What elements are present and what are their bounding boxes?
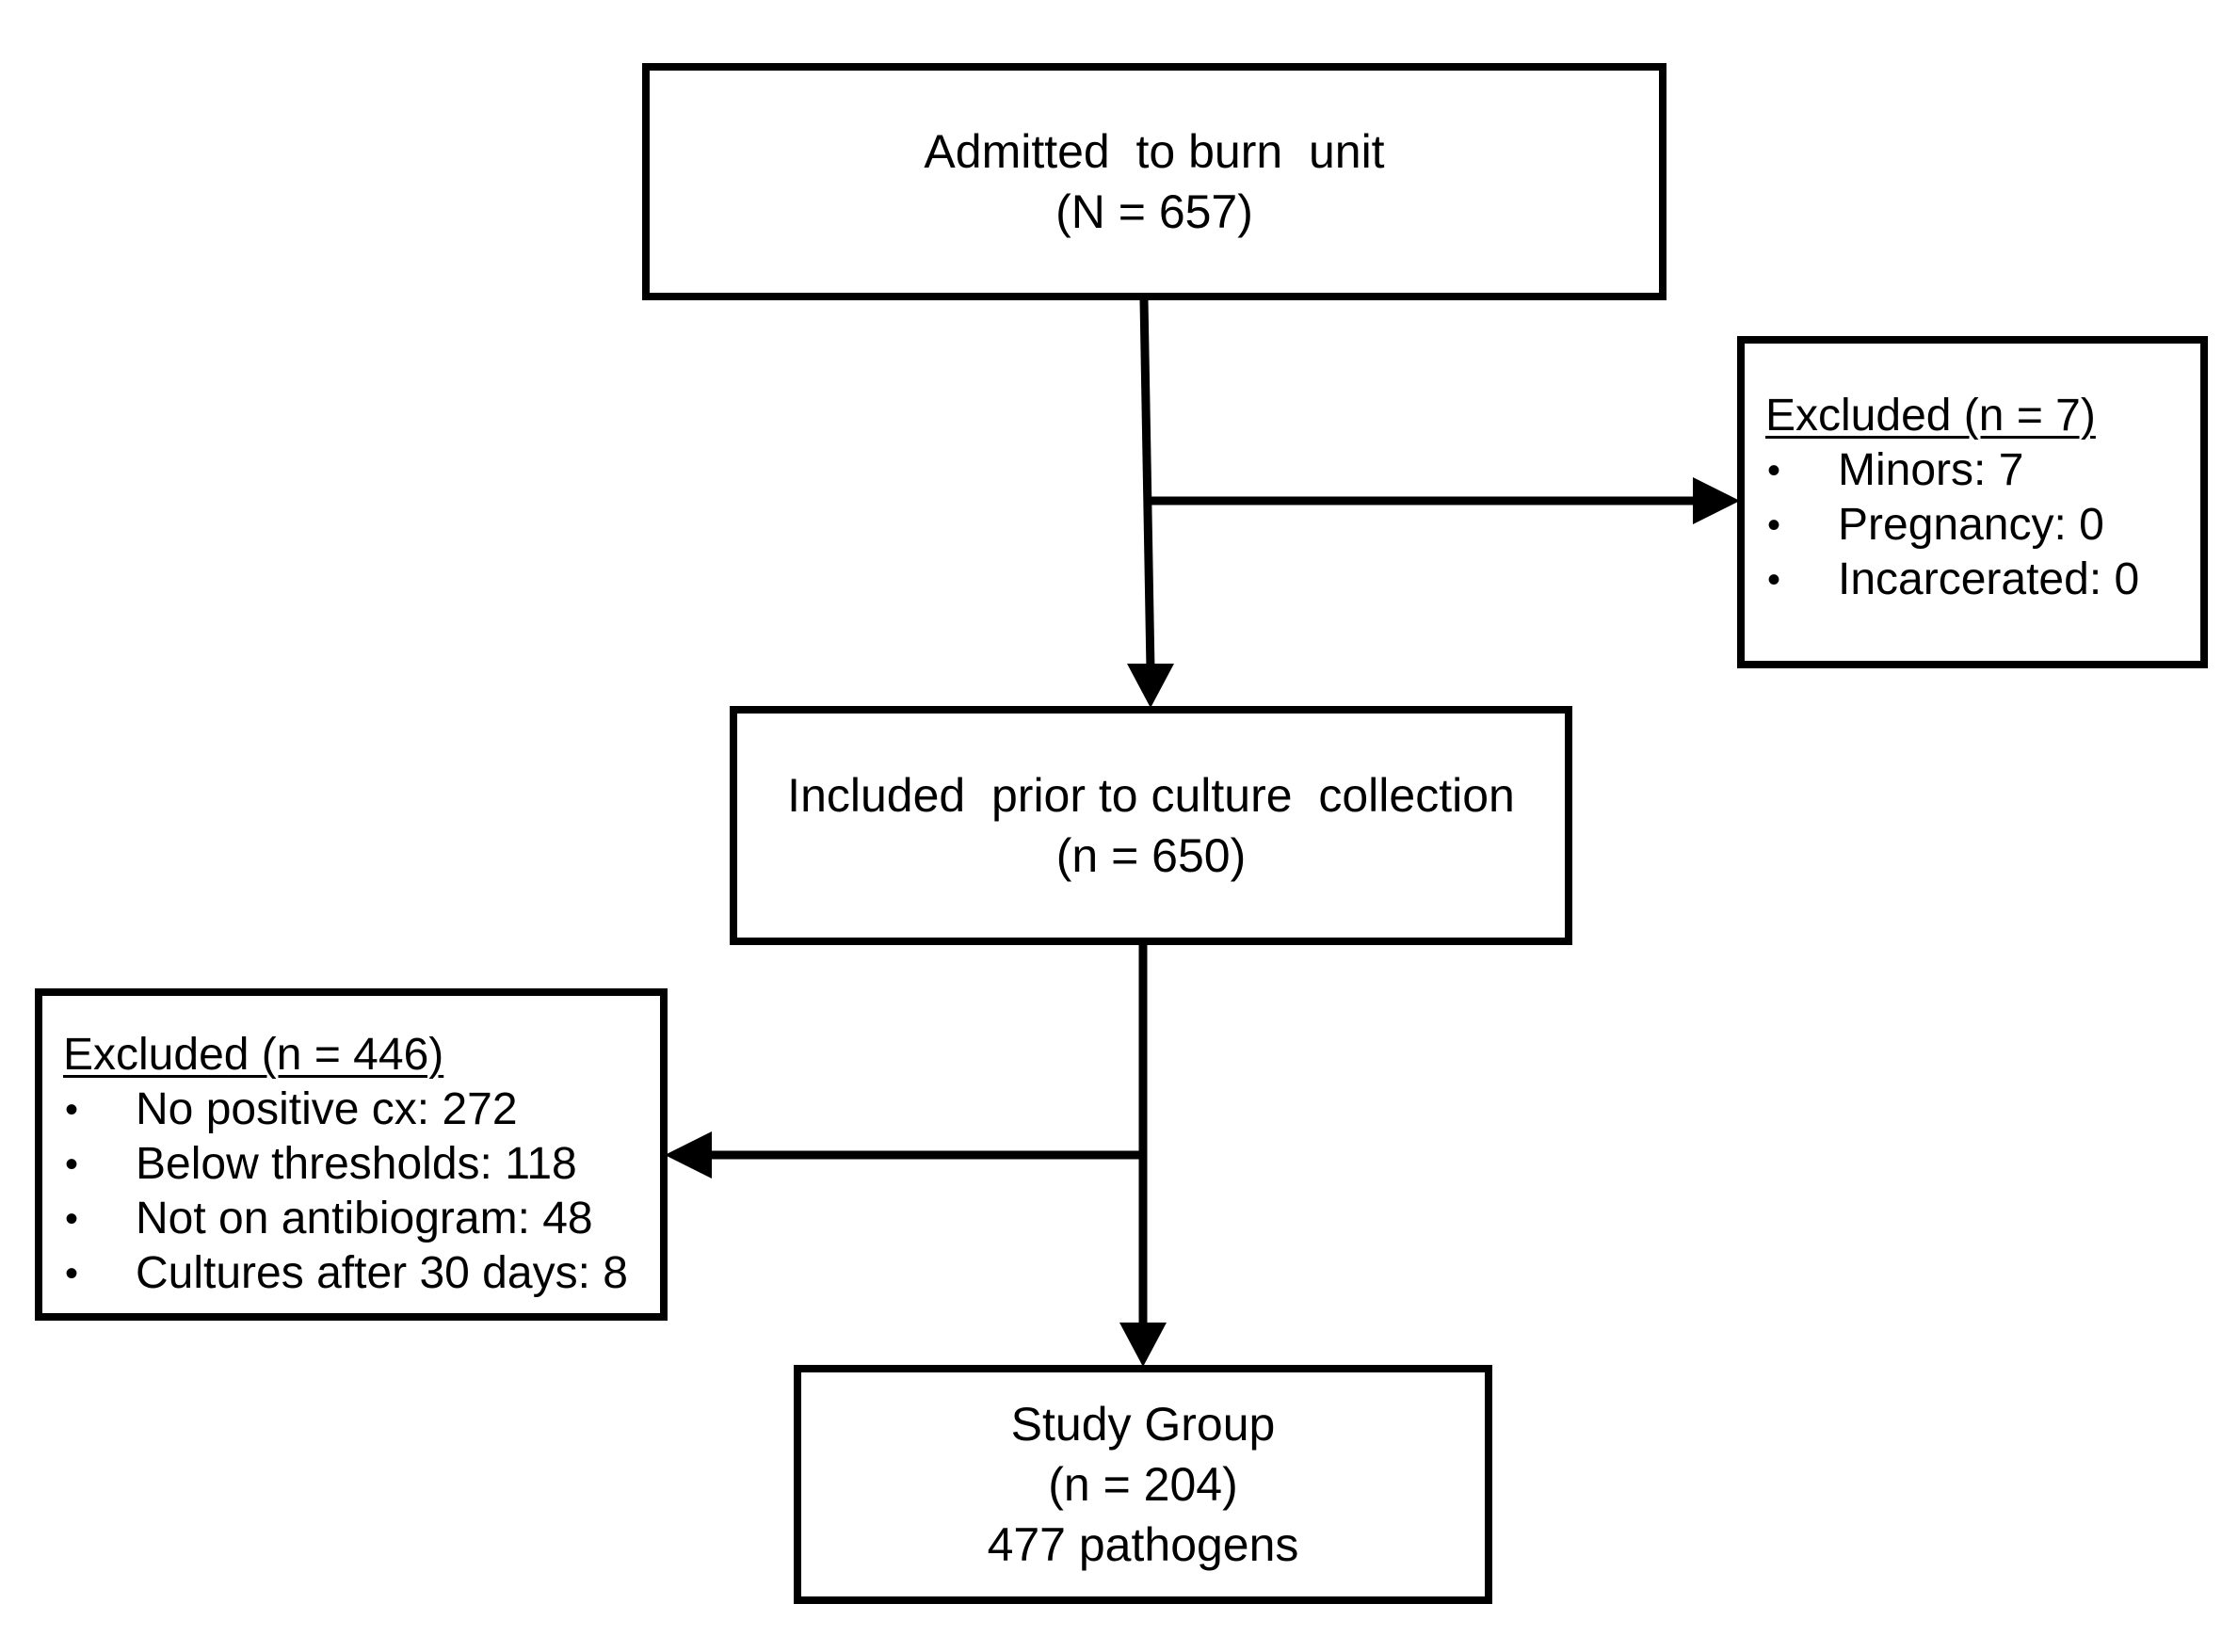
node-admitted: Admitted to burn unit (N = 657) (642, 63, 1666, 300)
node-study-group-count: (n = 204) (1048, 1458, 1238, 1511)
list-item: • No positive cx: 272 (63, 1083, 660, 1137)
excluded-first-list: • Minors: 7 • Pregnancy: 0 • Incarcerate… (1765, 443, 2200, 607)
bullet-glyph: • (1767, 505, 1781, 546)
node-excluded-first: Excluded (n = 7) • Minors: 7 • Pregnancy… (1737, 336, 2208, 668)
excluded-first-item: Incarcerated: 0 (1838, 554, 2140, 604)
bullet-glyph: • (1767, 450, 1781, 491)
excluded-first-item: Minors: 7 (1838, 445, 2024, 495)
node-study-group-pathogens: 477 pathogens (987, 1518, 1299, 1571)
node-study-group: Study Group (n = 204) 477 pathogens (794, 1365, 1492, 1604)
list-item: • Not on antibiogram: 48 (63, 1192, 660, 1246)
node-study-group-title: Study Group (1010, 1398, 1276, 1451)
node-excluded-second: Excluded (n = 446) • No positive cx: 272… (35, 988, 668, 1321)
bullet-glyph: • (65, 1253, 79, 1294)
list-item: • Pregnancy: 0 (1765, 498, 2200, 553)
excluded-second-heading: Excluded (n = 446) (63, 1030, 444, 1080)
list-item: • Cultures after 30 days: 8 (63, 1246, 660, 1301)
connector-admitted-to-included (1139, 298, 1155, 671)
node-admitted-count: (N = 657) (1055, 185, 1253, 238)
arrowhead-into-study-group (1119, 1323, 1167, 1367)
excluded-first-item: Pregnancy: 0 (1838, 500, 2104, 550)
excluded-second-list: • No positive cx: 272 • Below thresholds… (63, 1083, 660, 1301)
arrowhead-into-excluded-second (665, 1131, 712, 1179)
excluded-second-item: Not on antibiogram: 48 (136, 1194, 593, 1243)
node-included: Included prior to culture collection (n … (730, 706, 1572, 945)
excluded-first-heading: Excluded (n = 7) (1765, 391, 2096, 441)
bullet-glyph: • (1767, 559, 1781, 601)
list-item: • Below thresholds: 118 (63, 1137, 660, 1192)
excluded-second-item: No positive cx: 272 (136, 1084, 518, 1134)
arrowhead-into-excluded-first (1693, 477, 1740, 524)
node-admitted-title: Admitted to burn unit (924, 125, 1385, 178)
excluded-second-item: Cultures after 30 days: 8 (136, 1248, 628, 1298)
node-included-count: (n = 650) (1055, 829, 1247, 882)
list-item: • Incarcerated: 0 (1765, 553, 2200, 607)
list-item: • Minors: 7 (1765, 443, 2200, 498)
bullet-glyph: • (65, 1089, 79, 1131)
arrowhead-into-included (1127, 664, 1174, 708)
bullet-glyph: • (65, 1144, 79, 1185)
excluded-second-item: Below thresholds: 118 (136, 1139, 577, 1189)
bullet-glyph: • (65, 1198, 79, 1240)
node-included-title: Included prior to culture collection (787, 769, 1515, 822)
